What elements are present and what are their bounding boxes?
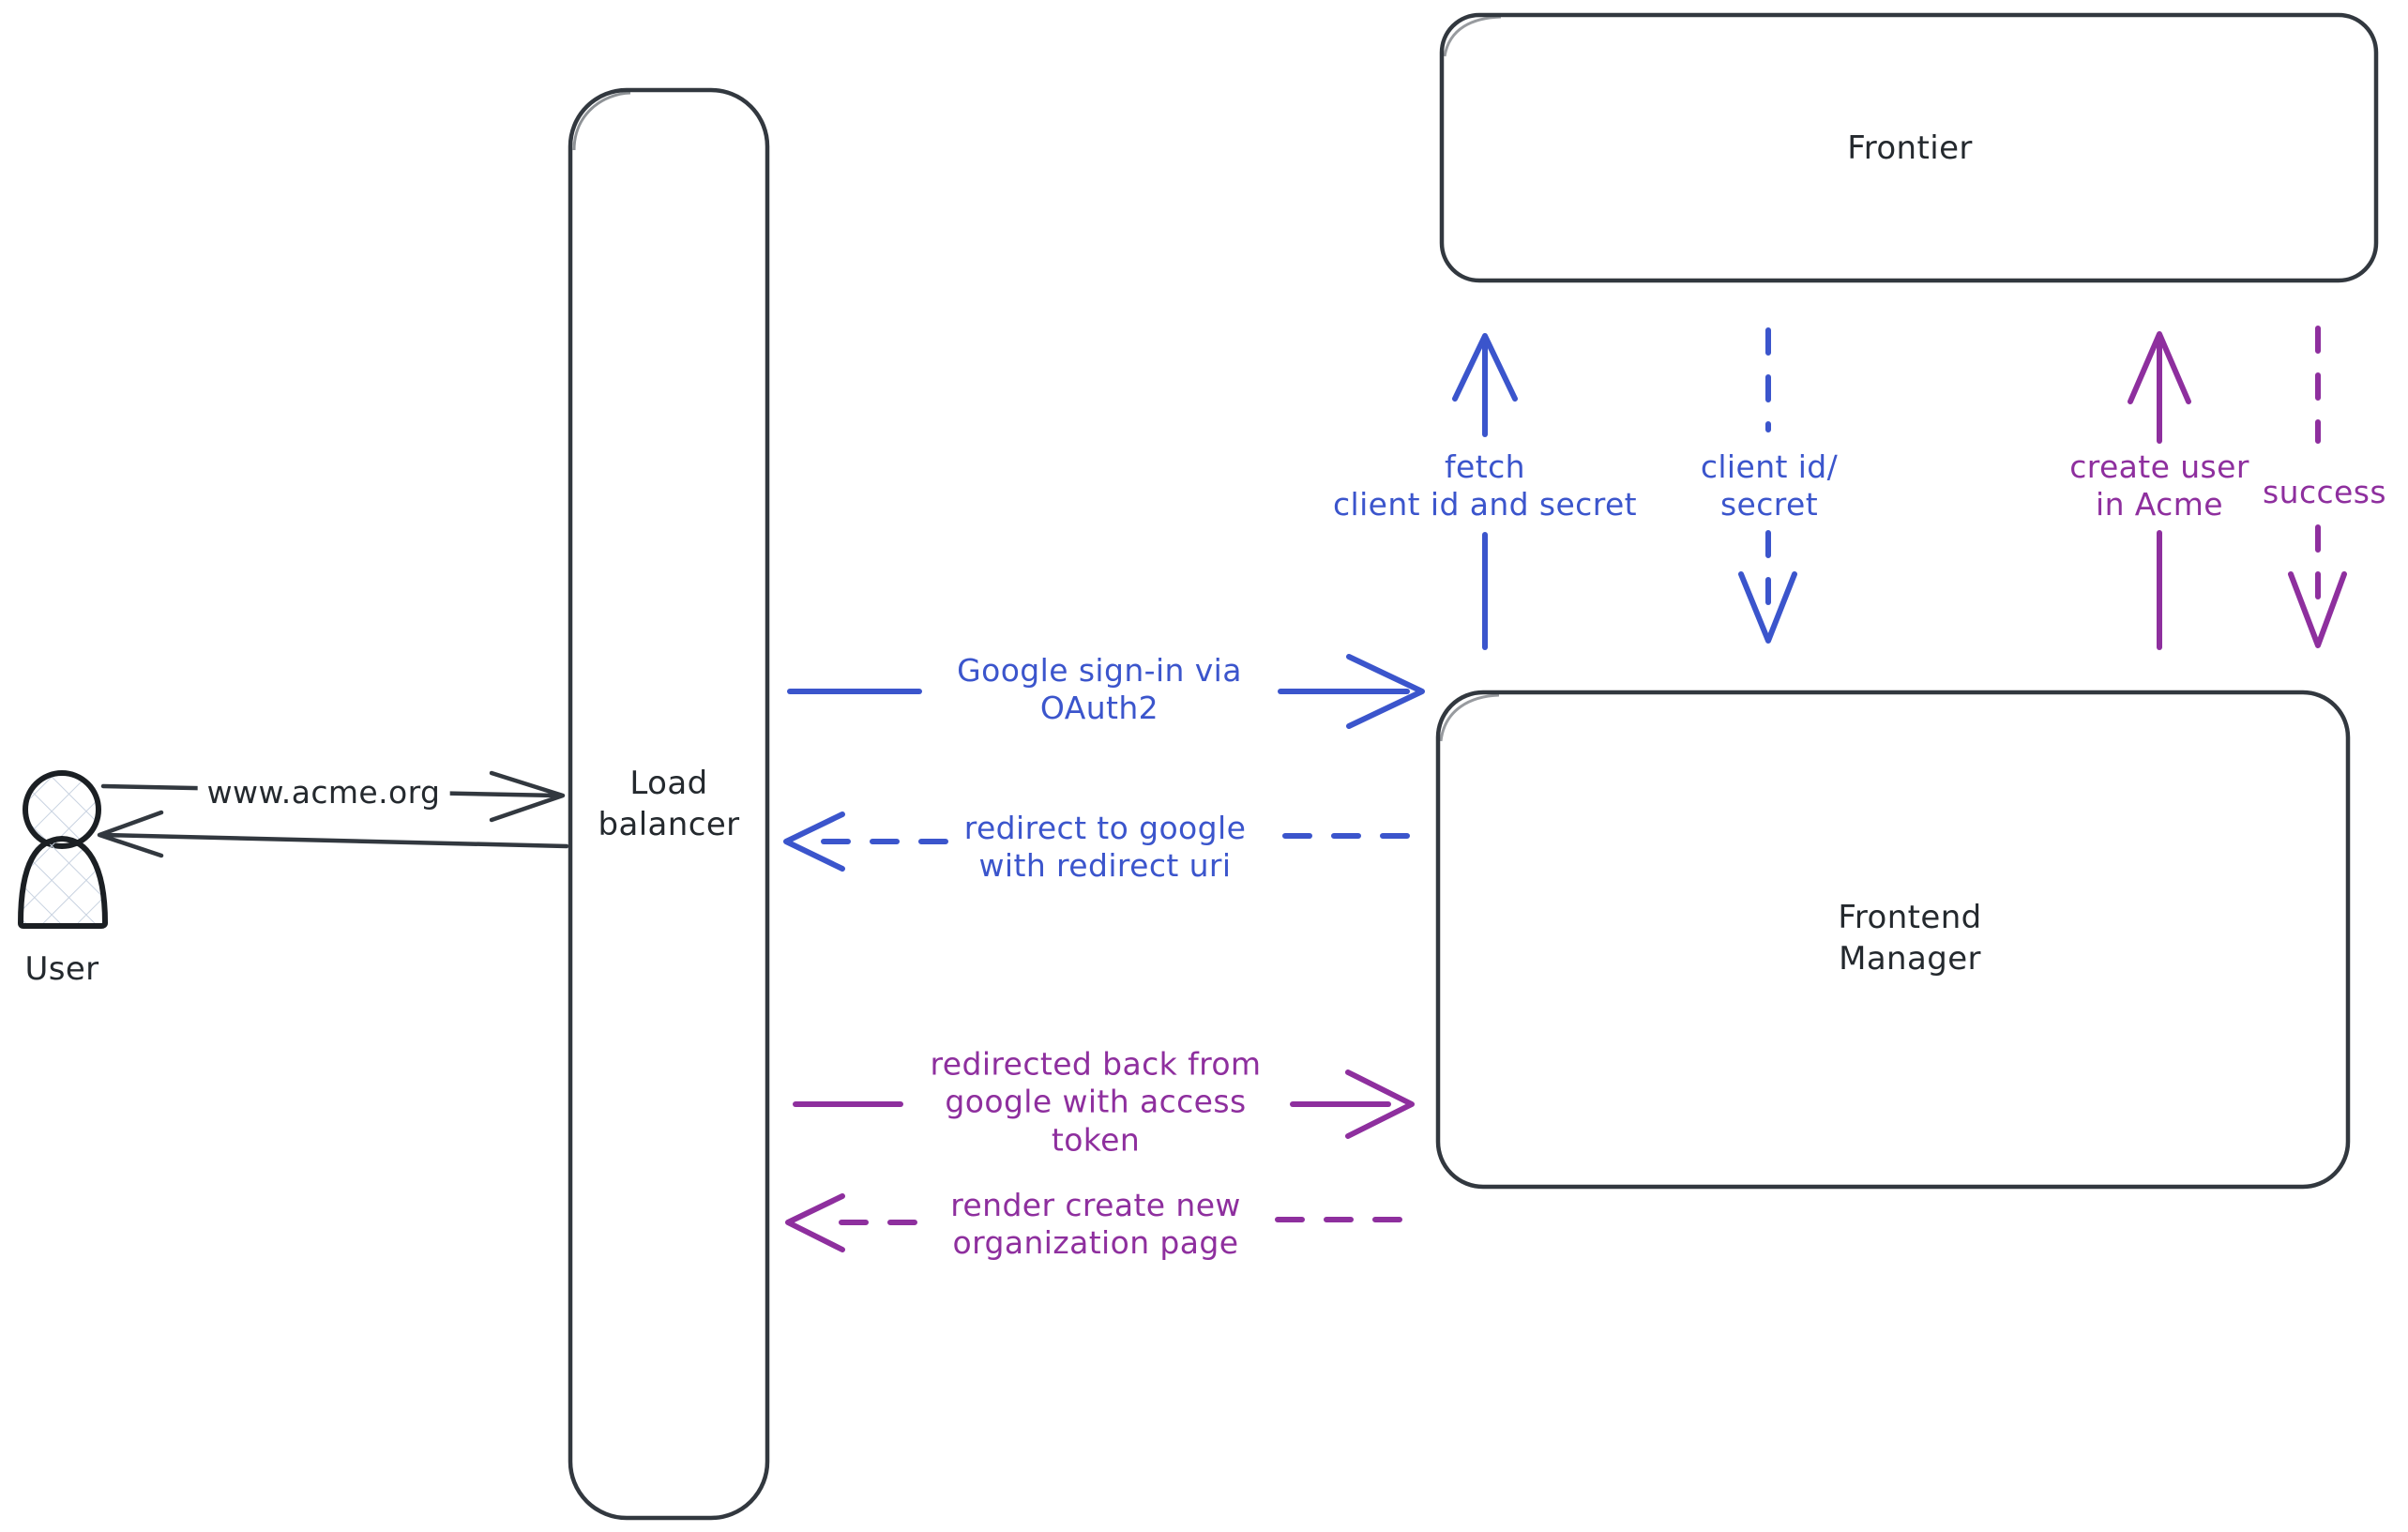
edge-fm-to-frontier-fetch [1452, 333, 1518, 650]
frontend-manager-box[interactable] [1435, 690, 2351, 1190]
load-balancer-box[interactable] [568, 87, 770, 1521]
edge-fm-to-lb-redirect [783, 812, 1410, 872]
edge-frontier-to-fm-success [2288, 326, 2347, 648]
edge-frontier-to-fm-creds [1738, 327, 1797, 644]
frontier-box[interactable] [1439, 12, 2379, 283]
user-figure [18, 770, 108, 929]
edge-fm-to-lb-render [785, 1193, 1402, 1252]
edge-lb-to-fm-token [793, 1069, 1415, 1139]
edge-lb-to-user [97, 810, 569, 858]
edge-lb-to-fm-signin [787, 654, 1425, 729]
edge-user-to-lb [100, 770, 566, 823]
edge-fm-to-frontier-create-user [2128, 331, 2191, 650]
